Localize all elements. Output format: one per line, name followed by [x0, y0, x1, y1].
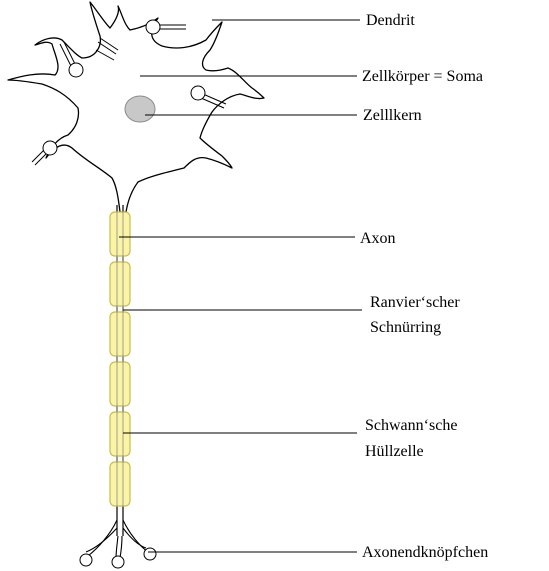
schwann-cell [110, 362, 130, 406]
label-schwann-line2: Hüllzelle [365, 443, 424, 460]
label-ranvier-line1: Ranvier‘scher [370, 294, 460, 311]
label-terminal: Axonendknöpfchen [362, 544, 488, 561]
myelin-sheath [110, 212, 130, 506]
terminal-knobs [80, 548, 156, 568]
schwann-cell [110, 262, 130, 306]
nucleus [125, 96, 155, 122]
schwann-cell [110, 312, 130, 356]
label-soma: Zellkörper = Soma [362, 68, 483, 85]
label-ranvier-line2: Schnürring [370, 319, 441, 336]
schwann-cell [110, 412, 130, 456]
schwann-cell [110, 462, 130, 506]
label-axon: Axon [360, 230, 396, 247]
label-schwann-line1: Schwann‘sche [365, 417, 457, 434]
label-nucleus: Zelllkern [363, 107, 422, 124]
schwann-cell [110, 212, 130, 256]
label-dendrit: Dendrit [366, 12, 415, 29]
